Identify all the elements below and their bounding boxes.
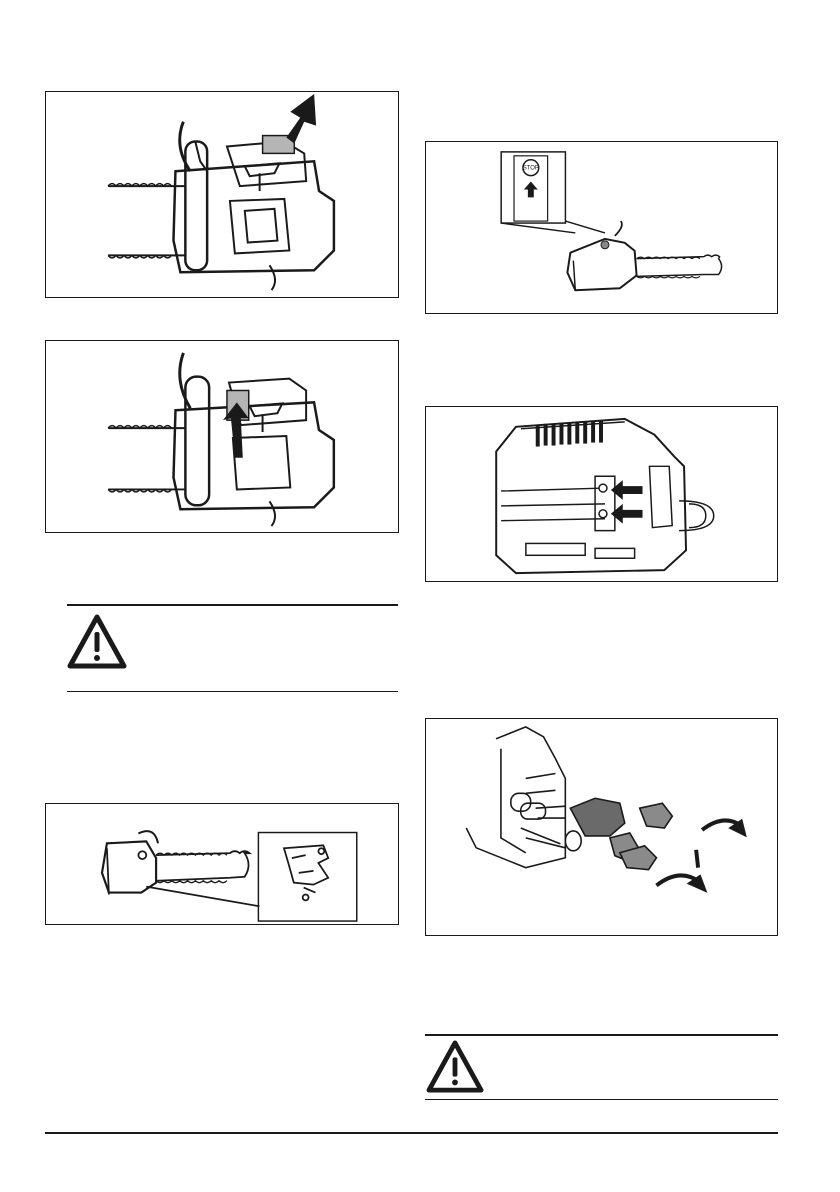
warning-top-rule [67,604,398,606]
arrow-up-icon [524,182,538,198]
footer-rule [45,1132,778,1134]
warning-bottom-rule [67,691,398,693]
figure-side-cover-screws [425,406,778,582]
chainsaw-front-guard-illustration [46,341,398,532]
warning-top-rule [425,1034,778,1036]
warning-triangle-icon [425,1040,485,1094]
warning-box-2 [425,1034,778,1100]
warning-bottom-rule [425,1099,778,1101]
figure-engine-mounts [425,718,778,936]
chainsaw-stop-switch-illustration: STOP [426,142,777,313]
anti-vibration-dampers-illustration [426,719,777,935]
stop-label: STOP [523,166,539,172]
warning-triangle-icon [67,614,127,670]
figure-chain-catcher [45,803,399,925]
warning-box-1 [67,604,398,692]
figure-stop-switch: STOP [425,141,778,314]
chainsaw-bar-nuts-illustration [426,407,777,581]
chainsaw-front-guard-illustration [46,92,398,297]
chainsaw-chain-catcher-illustration [46,804,398,924]
figure-chain-brake-engage [45,91,399,298]
figure-chain-brake-release [45,340,399,533]
